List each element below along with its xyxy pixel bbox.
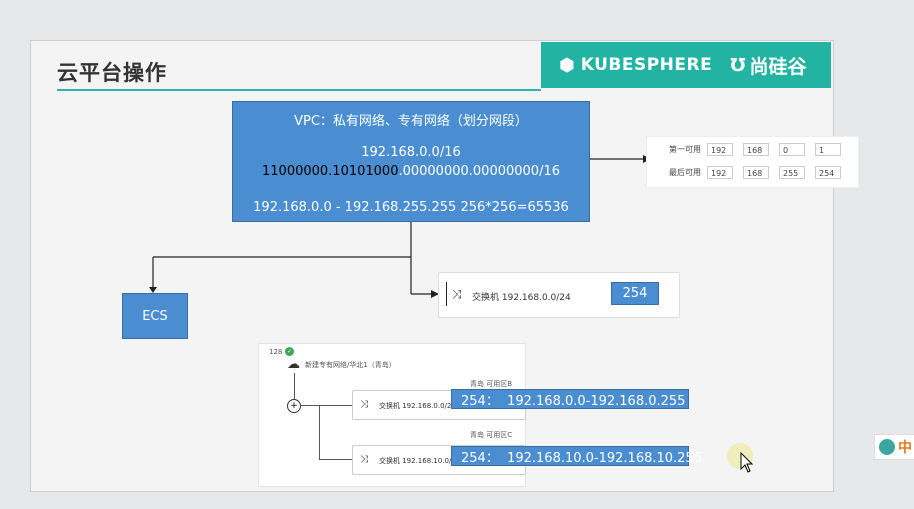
atguigu-logo-icon: Ʊ xyxy=(730,54,746,76)
last-usable-octet-1[interactable]: 192 xyxy=(707,166,733,179)
slide: 云平台操作 ⬢ KUBESPHERE Ʊ 尚硅谷 VPC：私有网络、专有网络（划… xyxy=(30,40,859,492)
switch-row-2-label: 交换机 192.168.10.0/24 xyxy=(379,457,461,465)
last-usable-octet-4[interactable]: 254 xyxy=(815,166,841,179)
vpc-name: 新建专有网络/华北1（青岛） xyxy=(305,361,396,369)
tree-branch-vertical xyxy=(319,405,320,459)
first-usable-label: 第一可用 xyxy=(669,145,701,154)
connector-lines xyxy=(149,155,651,298)
range-badge-2: 254： 192.168.10.0-192.168.10.255 xyxy=(451,446,702,466)
switch-row-1-label: 交换机 192.168.0.0/24 xyxy=(379,402,456,410)
cloud-icon: ☁ xyxy=(287,357,300,372)
switch-row-1-icon: ⤨ xyxy=(360,399,368,410)
zone-b-label: 青岛 可用区B xyxy=(470,380,513,388)
switch-bar-icon xyxy=(446,282,447,306)
tree-branch-line-1 xyxy=(300,405,352,406)
range-badge-1: 254： 192.168.0.0-192.168.0.255 xyxy=(451,389,689,409)
last-usable-row: 最后可用 192 168 255 254 xyxy=(647,166,851,179)
corner-logo-text: 中 xyxy=(898,440,912,456)
first-usable-row: 第一可用 192 168 0 1 xyxy=(647,143,851,156)
cursor-highlight xyxy=(727,443,753,469)
brand-banner: ⬢ KUBESPHERE Ʊ 尚硅谷 xyxy=(541,42,831,88)
vpc-count-label: 128 xyxy=(269,348,283,356)
switch-icon: ⤨ xyxy=(452,287,462,301)
vpc-title: VPC：私有网络、专有网络（划分网段） xyxy=(294,114,528,129)
vpc-cidr: 192.168.0.0/16 xyxy=(361,145,461,160)
tree-branch-line-2 xyxy=(319,459,352,460)
router-icon: + xyxy=(287,399,301,413)
title-underline xyxy=(57,89,541,91)
vpc-range: 192.168.0.0 - 192.168.255.255 256*256=65… xyxy=(253,200,569,215)
switch-label: 交换机 192.168.0.0/24 xyxy=(472,293,571,303)
vpc-binary: 11000000.10101000.00000000.00000000/16 xyxy=(233,164,589,179)
first-usable-octet-1[interactable]: 192 xyxy=(707,143,733,156)
kubesphere-logo-icon: ⬢ xyxy=(559,54,575,76)
tree-vertical-line xyxy=(294,373,295,405)
vpc-binary-host-bits: .00000000.00000000/16 xyxy=(398,164,560,179)
first-usable-octet-4[interactable]: 1 xyxy=(815,143,841,156)
first-usable-octet-2[interactable]: 168 xyxy=(743,143,769,156)
kubesphere-wordmark: KUBESPHERE xyxy=(580,55,713,75)
zone-c-label: 青岛 可用区C xyxy=(470,431,513,439)
check-icon: ✓ xyxy=(285,347,294,356)
switch-row-2-icon: ⤨ xyxy=(360,454,368,465)
mouse-cursor-icon xyxy=(740,452,754,473)
switch-count-badge: 254 xyxy=(611,282,659,305)
last-usable-octet-3[interactable]: 255 xyxy=(779,166,805,179)
last-usable-octet-2[interactable]: 168 xyxy=(743,166,769,179)
first-usable-octet-3[interactable]: 0 xyxy=(779,143,805,156)
vpc-box: VPC：私有网络、专有网络（划分网段） 192.168.0.0/16 11000… xyxy=(232,101,590,222)
ip-range-panel: 第一可用 192 168 0 1 最后可用 192 168 255 254 xyxy=(646,136,859,188)
corner-logo-icon xyxy=(879,439,895,455)
atguigu-wordmark: 尚硅谷 xyxy=(749,55,807,78)
slide-title: 云平台操作 xyxy=(57,61,167,85)
last-usable-label: 最后可用 xyxy=(669,168,701,177)
vpc-binary-network-bits: 11000000.10101000 xyxy=(262,164,399,179)
corner-logo[interactable]: 中 xyxy=(874,434,914,460)
ecs-box: ECS xyxy=(122,293,188,339)
